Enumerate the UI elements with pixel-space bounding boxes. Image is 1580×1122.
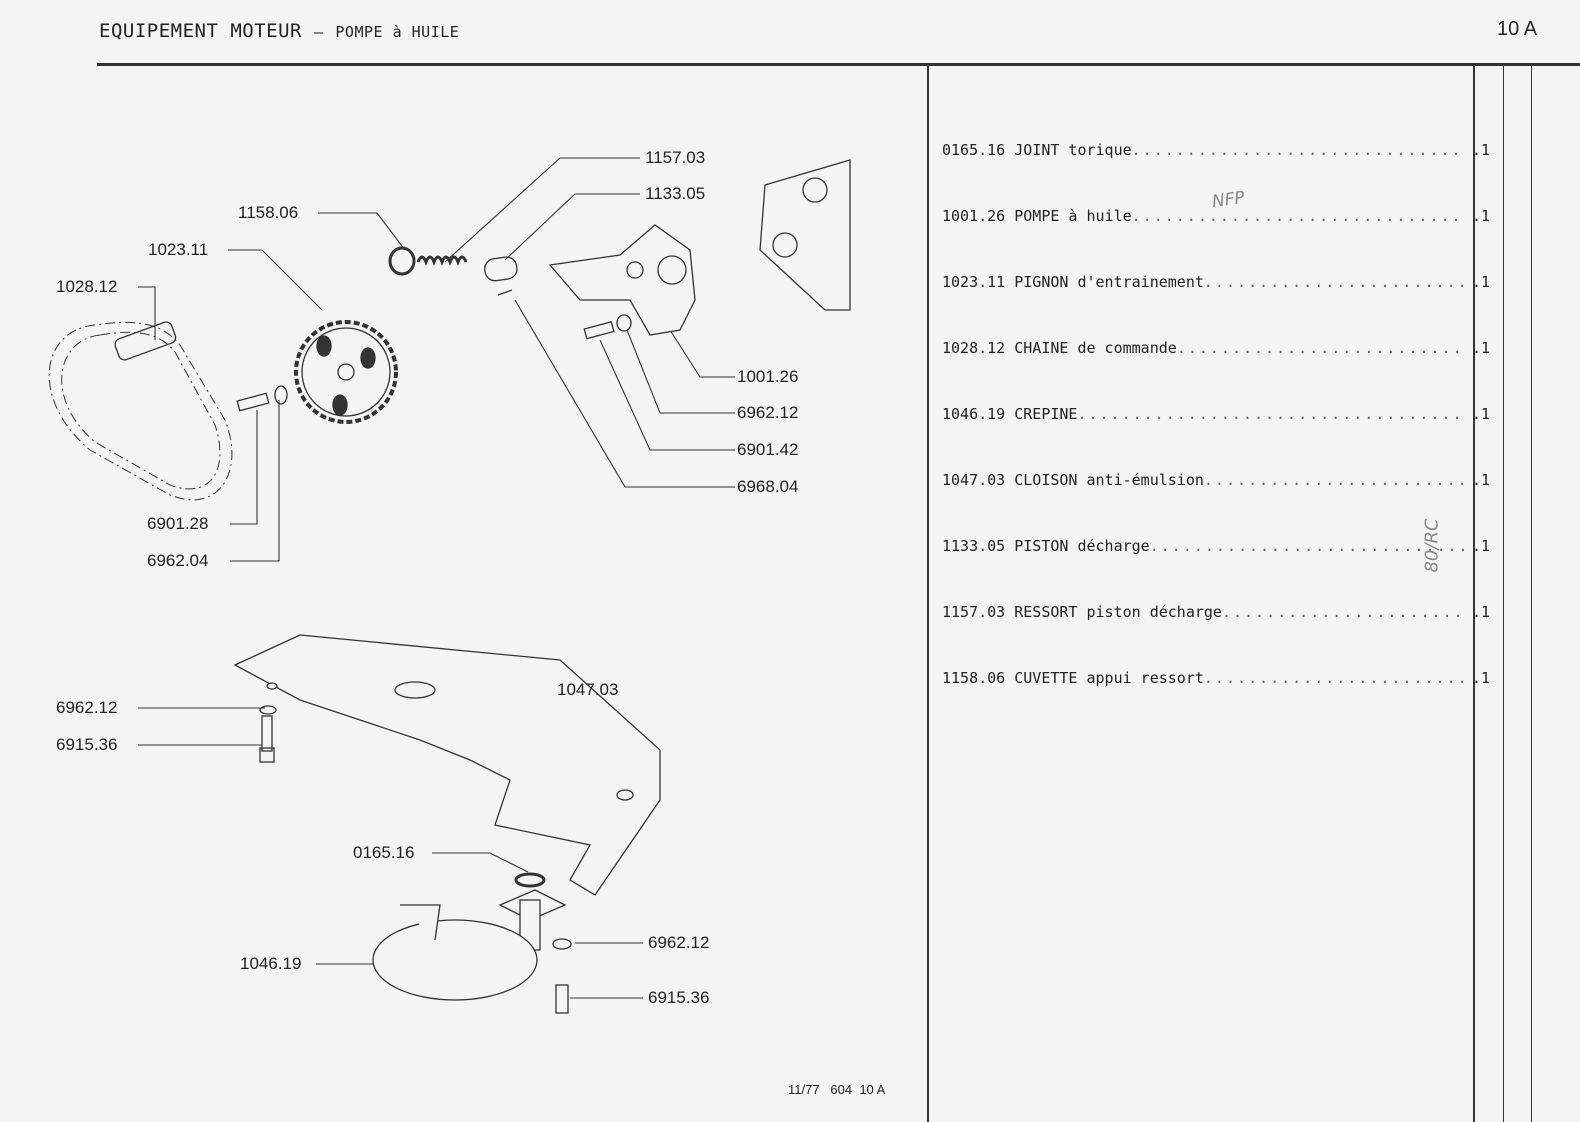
baffle-plate-drawing — [233, 634, 661, 896]
callout-1046-19: 1046.19 — [240, 954, 302, 973]
parts-row: 1028.12 CHAINE de commande .1 — [942, 339, 1502, 357]
part-qty: .1 — [1472, 603, 1491, 621]
parts-row: 1157.03 RESSORT piston décharge .1 — [942, 603, 1502, 621]
part-qty: .1 — [1472, 141, 1491, 159]
parts-row: 1023.11 PIGNON d'entrainement .1 — [942, 273, 1502, 291]
leader-dots — [1204, 273, 1464, 291]
page-footer: 11/77 604 10 A — [788, 1082, 886, 1097]
callout-6901-42: 6901.42 — [737, 440, 799, 459]
part-ref: 0165.16 — [942, 141, 1006, 159]
leader-dots — [1132, 207, 1464, 225]
part-ref: 1157.03 — [942, 603, 1006, 621]
callout-6968-04: 6968.04 — [737, 477, 799, 496]
callout-6962-12: 6962.12 — [648, 933, 710, 952]
sprocket-drawing — [294, 320, 398, 424]
strainer-drawing — [372, 872, 572, 1014]
page-ref: 10 A — [1497, 18, 1538, 40]
screw-drawing — [259, 705, 277, 763]
part-ref: 1028.12 — [942, 339, 1006, 357]
section-title: EQUIPEMENT MOTEUR — [99, 20, 302, 42]
bolt-washer-drawing — [236, 385, 288, 412]
callout-6915-36: 6915.36 — [648, 988, 710, 1007]
callout-0165-16: 0165.16 — [353, 843, 415, 862]
parts-row: 1158.06 CUVETTE appui ressort .1 — [942, 669, 1502, 687]
leader-dots — [1204, 471, 1464, 489]
callout-1157-03: 1157.03 — [645, 148, 706, 167]
part-qty: .1 — [1472, 471, 1491, 489]
relief-valve-drawing — [388, 246, 518, 296]
part-qty: .1 — [1472, 405, 1491, 423]
parts-row: 1133.05 PISTON décharge .1 — [942, 537, 1502, 555]
part-name: POMPE à huile — [1014, 207, 1132, 225]
column-divider — [927, 65, 929, 1122]
header-rule — [97, 63, 1580, 66]
callout-6915-36: 6915.36 — [56, 735, 118, 754]
part-qty: .1 — [1472, 339, 1491, 357]
part-name: CREPINE — [1014, 405, 1078, 423]
qty-column-divider — [1473, 65, 1475, 1122]
callout-6901-28: 6901.28 — [147, 514, 209, 533]
header-separator: – — [313, 23, 324, 41]
part-ref: 1046.19 — [942, 405, 1006, 423]
part-qty: .1 — [1472, 273, 1491, 291]
part-ref: 1133.05 — [942, 537, 1006, 555]
part-name: PISTON décharge — [1014, 537, 1150, 555]
parts-row: 1047.03 CLOISON anti-émulsion .1 — [942, 471, 1502, 489]
leader-dots — [1150, 537, 1464, 555]
part-name: RESSORT piston décharge — [1014, 603, 1222, 621]
oil-pump-drawing — [548, 224, 696, 340]
callout-1158-06: 1158.06 — [238, 203, 299, 222]
part-ref: 1158.06 — [942, 669, 1006, 687]
part-qty: .1 — [1472, 207, 1491, 225]
callout-1047-03: 1047.03 — [557, 680, 619, 699]
parts-row: 1046.19 CREPINE .1 — [942, 405, 1502, 423]
part-qty: .1 — [1472, 537, 1491, 555]
part-ref: 1023.11 — [942, 273, 1006, 291]
parts-row: 0165.16 JOINT torique .1 — [942, 141, 1502, 159]
callout-1028-12: 1028.12 — [56, 277, 118, 296]
parts-row: 1001.26 POMPE à huile .1 — [942, 207, 1502, 225]
part-ref: 1047.03 — [942, 471, 1006, 489]
part-name: CLOISON anti-émulsion — [1014, 471, 1204, 489]
handwritten-note: 80/RC — [1421, 518, 1443, 573]
leader-lines — [138, 157, 735, 999]
column-divider — [1503, 65, 1504, 1122]
leader-dots — [1077, 405, 1464, 423]
callout-1133-05: 1133.05 — [645, 184, 706, 203]
part-name: PIGNON d'entrainement — [1014, 273, 1204, 291]
part-qty: .1 — [1472, 669, 1491, 687]
section-subtitle: POMPE à HUILE — [335, 23, 460, 41]
callout-1023-11: 1023.11 — [148, 240, 209, 259]
callout-6962-04: 6962.04 — [147, 551, 209, 570]
callout-1001-26: 1001.26 — [737, 367, 799, 386]
gasket-drawing — [759, 159, 851, 311]
callout-6962-12: 6962.12 — [737, 403, 799, 422]
leader-dots — [1132, 141, 1464, 159]
page-header: EQUIPEMENT MOTEUR – POMPE à HUILE — [99, 20, 459, 42]
part-name: CUVETTE appui ressort — [1014, 669, 1204, 687]
part-name: JOINT torique — [1014, 141, 1132, 159]
part-name: CHAINE de commande — [1014, 339, 1177, 357]
leader-dots — [1204, 669, 1464, 687]
callout-6962-12: 6962.12 — [56, 698, 118, 717]
part-ref: 1001.26 — [942, 207, 1006, 225]
chain-drawing — [48, 321, 233, 501]
leader-dots — [1177, 339, 1464, 357]
leader-dots — [1222, 603, 1464, 621]
chain-links-drawing — [114, 321, 177, 361]
column-divider — [1531, 65, 1532, 1122]
